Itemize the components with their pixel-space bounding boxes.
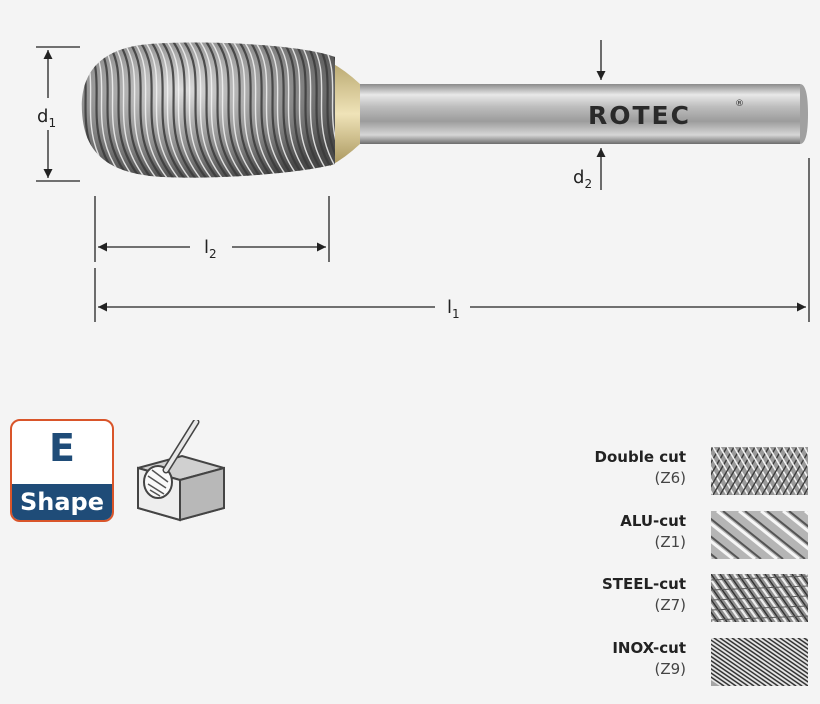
burr-bit-icon: ROTEC ® — [81, 42, 808, 178]
cut-type-row: ALU-cut (Z1) — [560, 511, 810, 561]
cut-type-row: INOX-cut (Z9) — [560, 638, 810, 688]
dimension-d1-label: d1 — [37, 106, 56, 130]
dimension-lines — [36, 40, 810, 322]
cut-type-name: STEEL-cut — [601, 575, 686, 593]
cut-pattern-swatch-steel — [711, 574, 808, 622]
burr-dimension-diagram: ROTEC ® d1 d2 l2 l1 — [36, 40, 810, 322]
cut-pattern-swatch-inox — [711, 638, 808, 686]
burr-in-workpiece-icon — [137, 420, 225, 522]
cut-type-text: STEEL-cut (Z7) — [602, 574, 686, 616]
cut-type-code: (Z7) — [654, 596, 686, 614]
cut-type-code: (Z6) — [654, 469, 686, 487]
brand-logo: ROTEC — [588, 101, 691, 130]
shape-badge: E Shape — [10, 419, 114, 522]
cut-type-text: INOX-cut (Z9) — [612, 638, 686, 680]
cut-type-code: (Z1) — [654, 533, 686, 551]
cut-pattern-swatch-double — [711, 447, 808, 495]
dimension-l1-label: l1 — [447, 297, 460, 321]
dimension-d2-label: d2 — [573, 167, 592, 191]
cut-type-name: INOX-cut — [612, 639, 686, 657]
cut-type-name: ALU-cut — [620, 512, 686, 530]
dimension-l2-label: l2 — [204, 237, 217, 261]
shape-word: Shape — [12, 484, 112, 520]
cut-type-row: STEEL-cut (Z7) — [560, 574, 810, 624]
cut-type-text: Double cut (Z6) — [595, 447, 686, 489]
cut-type-code: (Z9) — [654, 660, 686, 678]
shape-letter: E — [49, 426, 75, 470]
cut-type-name: Double cut — [594, 448, 686, 466]
cut-type-row: Double cut (Z6) — [560, 447, 810, 497]
cut-pattern-swatch-alu — [711, 511, 808, 559]
cut-type-text: ALU-cut (Z1) — [620, 511, 686, 553]
brand-registered-mark: ® — [735, 99, 744, 109]
